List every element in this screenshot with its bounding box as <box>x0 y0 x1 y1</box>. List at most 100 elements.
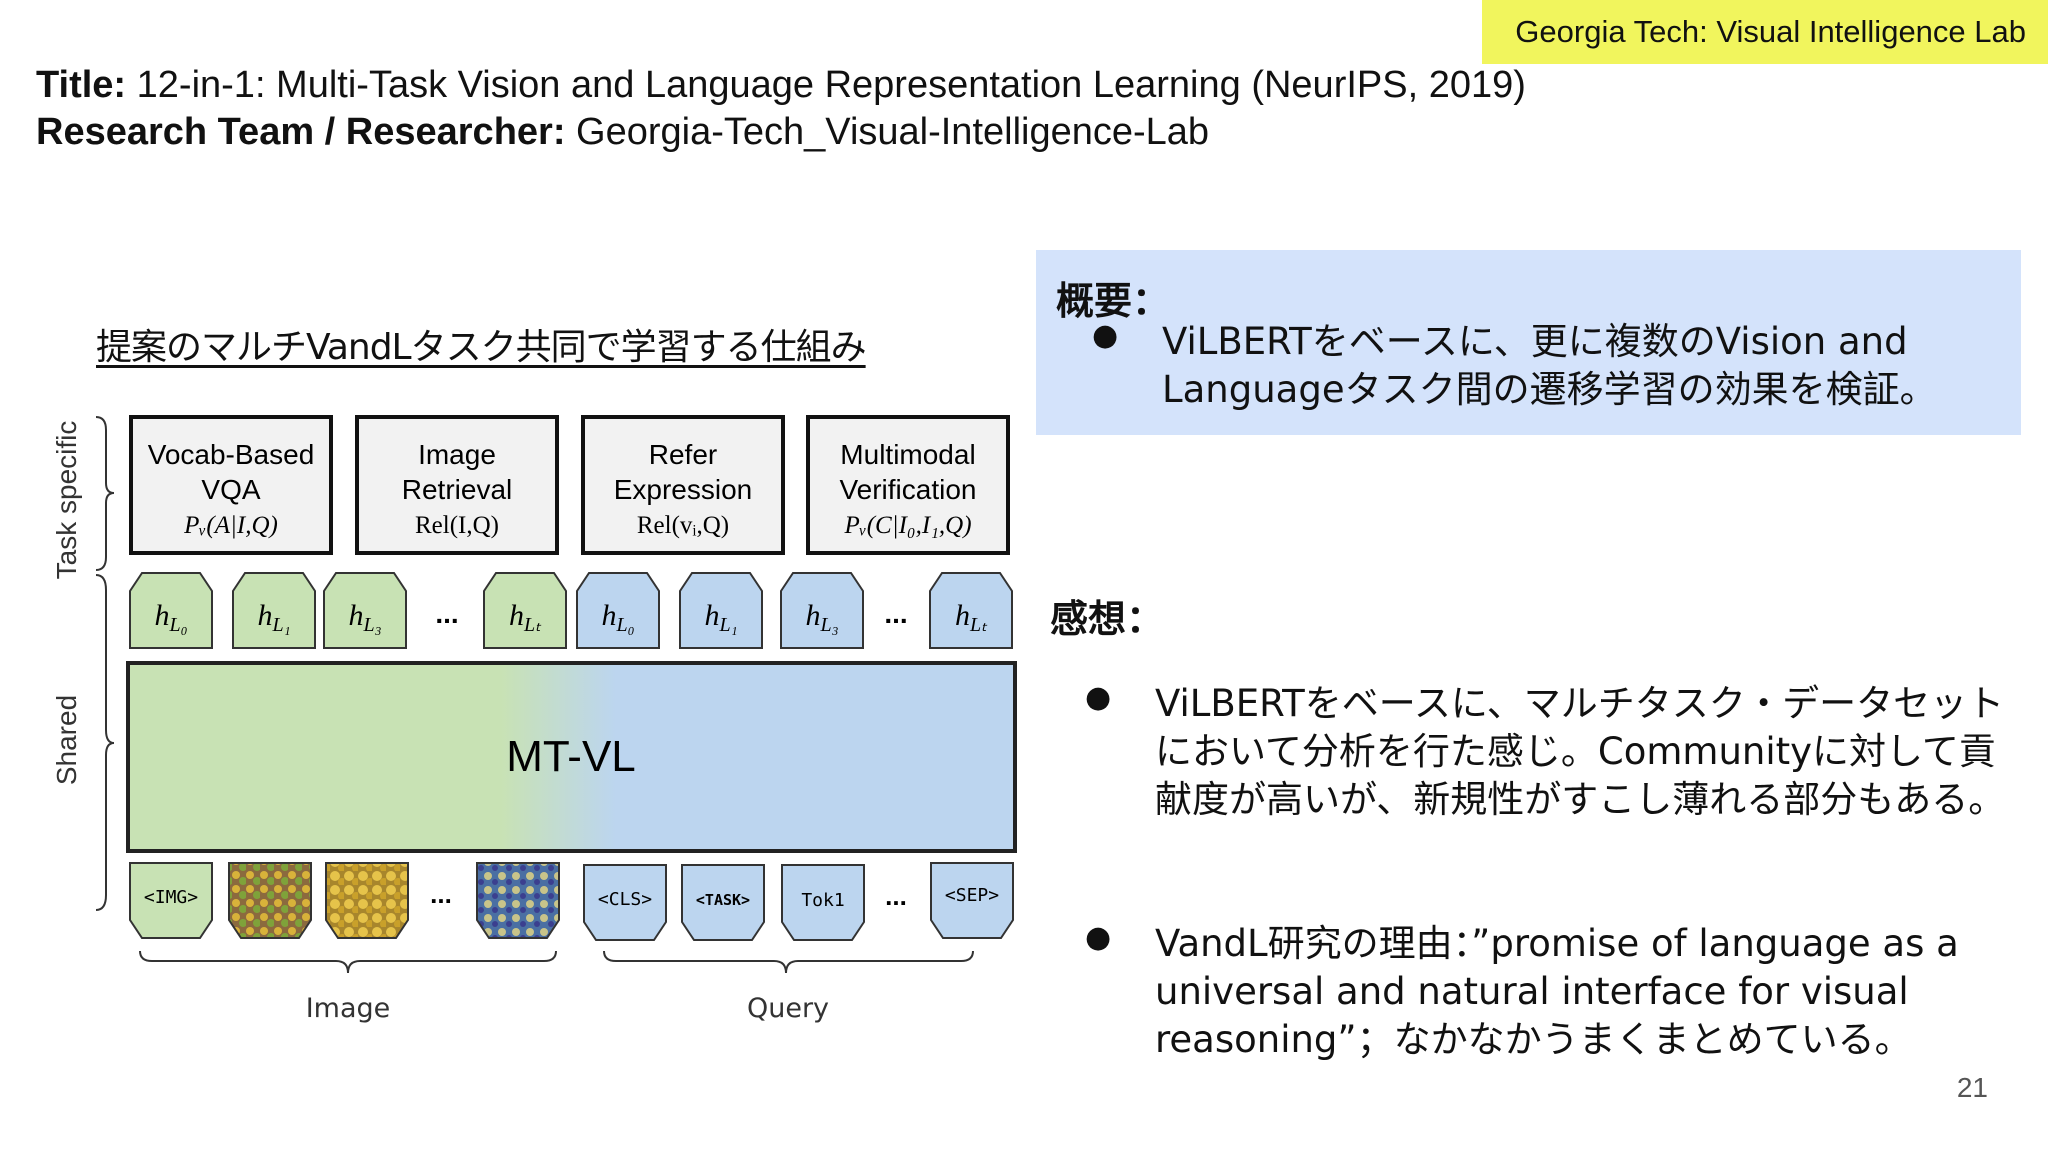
task-head-vqa: Vocab-Based VQA Pᵥ(A|I,Q) <box>129 415 333 555</box>
hidden-node-image: hL₃ <box>323 572 407 649</box>
query-token: <CLS> <box>583 864 667 941</box>
hidden-ellipsis: ... <box>435 598 458 629</box>
task-head-formula: Rel(vᵢ,Q) <box>637 512 729 539</box>
task-specific-brace <box>95 416 115 571</box>
hidden-node-image: hLₜ <box>483 572 567 649</box>
task-head-formula: Pᵥ(C|I₀,I₁,Q) <box>843 512 971 539</box>
query-brace <box>603 950 974 974</box>
shared-label-group: Shared <box>51 574 115 911</box>
query-token-label: Tok1 <box>801 890 844 911</box>
query-token: <SEP> <box>930 862 1014 939</box>
diagram-caption: 提案のマルチVandLタスク共同で学習する仕組み <box>96 327 867 368</box>
query-group-label: Query <box>747 993 829 1024</box>
hidden-node-image: hL₀ <box>129 572 213 649</box>
hidden-h: h <box>805 599 820 632</box>
image-patch-token <box>476 862 560 939</box>
svg-text:hL₁: hL₁ <box>704 599 737 636</box>
team-line: Research Team / Researcher: Georgia-Tech… <box>36 109 1526 156</box>
hidden-h: h <box>955 599 970 632</box>
bullet-icon: ● <box>1085 920 1112 955</box>
query-token: <TASK> <box>681 864 765 941</box>
task-specific-label-group: Task specific <box>51 416 115 580</box>
mt-vl-label: MT-VL <box>506 732 636 781</box>
image-brace <box>139 950 557 974</box>
hidden-node-query: hL₃ <box>780 572 864 649</box>
hidden-sub: L₃ <box>819 614 838 636</box>
task-head-refer: Refer Expression Rel(vᵢ,Q) <box>581 415 785 555</box>
impression-bullet: ● ViLBERTをベースに、マルチタスク・データセットにおいて分析を行た感じ。… <box>1085 680 2015 824</box>
query-token: Tok1 <box>781 864 865 941</box>
team-value: Georgia-Tech_Visual-Intelligence-Lab <box>565 111 1210 153</box>
hidden-states: hL₀ hL₁ hL₃ ... hLₜ hL₀ hL₁ hL₃ ... <box>129 572 1013 649</box>
title-value: 12-in-1: Multi-Task Vision and Language … <box>126 64 1526 106</box>
image-patch-token <box>325 862 409 939</box>
hidden-node-query: hL₀ <box>576 572 660 649</box>
bullet-icon: ● <box>1085 680 1112 715</box>
hidden-node-image: hL₁ <box>232 572 316 649</box>
impressions-heading: 感想： <box>1050 597 1165 641</box>
title-label: Title: <box>36 64 127 106</box>
hidden-h: h <box>257 599 272 632</box>
page-number: 21 <box>1956 1072 1988 1103</box>
hidden-sub: L₁ <box>271 614 290 636</box>
task-head-line1: Image <box>418 439 496 470</box>
task-head-formula: Pᵥ(A|I,Q) <box>183 512 278 539</box>
hidden-sub: L₃ <box>362 614 381 636</box>
lab-badge-text: Georgia Tech: Visual Intelligence Lab <box>1515 14 2026 49</box>
task-head-formula: Rel(I,Q) <box>415 512 499 539</box>
architecture-diagram: Task specific Shared Vocab-Based VQA Pᵥ(… <box>51 415 1017 1024</box>
hidden-h: h <box>704 599 719 632</box>
image-token-label: <IMG> <box>144 887 198 908</box>
svg-text:hL₀: hL₀ <box>154 599 187 636</box>
input-tokens: <IMG> ... <CLS> <TASK> Tok1 ... <SEP> <box>129 862 1014 941</box>
hidden-sub: Lₜ <box>969 614 988 636</box>
impression-bullet-text: VandL研究の理由：”promise of language as a uni… <box>1155 922 1959 1061</box>
lab-badge: Georgia Tech: Visual Intelligence Lab <box>1482 0 2048 64</box>
impression-bullet: ● VandL研究の理由：”promise of language as a u… <box>1085 920 2015 1064</box>
hidden-h: h <box>154 599 169 632</box>
task-head-line2: Retrieval <box>402 474 512 505</box>
query-token-label: <CLS> <box>598 889 652 910</box>
image-token-ellipsis: ... <box>430 879 452 909</box>
hidden-sub: L₀ <box>168 614 187 636</box>
query-token-ellipsis: ... <box>885 881 907 911</box>
hidden-node-query: hLₜ <box>929 572 1013 649</box>
impression-bullet-text: ViLBERTをベースに、マルチタスク・データセットにおいて分析を行た感じ。Co… <box>1155 682 2006 821</box>
hidden-h: h <box>509 599 524 632</box>
hidden-sub: L₁ <box>718 614 737 636</box>
svg-text:hLₜ: hLₜ <box>955 599 988 636</box>
task-specific-label: Task specific <box>51 421 82 580</box>
task-head-line1: Multimodal <box>840 439 975 470</box>
query-token-label: <SEP> <box>945 885 999 906</box>
mt-vl-block: MT-VL <box>126 661 1017 853</box>
query-group: Query <box>603 950 974 1024</box>
task-head-line2: Verification <box>840 474 977 505</box>
image-token: <IMG> <box>129 862 213 939</box>
hidden-h: h <box>348 599 363 632</box>
summary-bullet: ● ViLBERTをベースに、更に複数のVision and Languageタ… <box>1092 318 2012 414</box>
svg-text:hL₁: hL₁ <box>257 599 290 636</box>
svg-text:hL₀: hL₀ <box>601 599 634 636</box>
svg-text:hL₃: hL₃ <box>805 599 838 636</box>
task-head-line1: Vocab-Based <box>148 439 315 470</box>
hidden-sub: Lₜ <box>523 614 542 636</box>
hidden-node-query: hL₁ <box>679 572 763 649</box>
shared-label: Shared <box>51 695 82 785</box>
query-token-label: <TASK> <box>696 891 750 909</box>
bullet-icon: ● <box>1092 318 1119 353</box>
svg-text:hL₃: hL₃ <box>348 599 381 636</box>
hidden-h: h <box>601 599 616 632</box>
image-group-label: Image <box>306 993 391 1024</box>
slide-header: Title: 12-in-1: Multi-Task Vision and La… <box>36 62 1526 156</box>
summary-bullet-text: ViLBERTをベースに、更に複数のVision and Languageタスク… <box>1162 320 1937 411</box>
team-label: Research Team / Researcher: <box>36 111 566 153</box>
task-head-verification: Multimodal Verification Pᵥ(C|I₀,I₁,Q) <box>806 415 1010 555</box>
image-patch-token <box>228 862 312 939</box>
svg-text:hLₜ: hLₜ <box>509 599 542 636</box>
task-head-line1: Refer <box>649 439 717 470</box>
summary-heading: 概要： <box>1056 279 1171 323</box>
task-head-line2: VQA <box>201 474 260 505</box>
hidden-ellipsis: ... <box>884 598 907 629</box>
shared-brace <box>95 574 115 911</box>
summary-box <box>1036 250 2021 435</box>
